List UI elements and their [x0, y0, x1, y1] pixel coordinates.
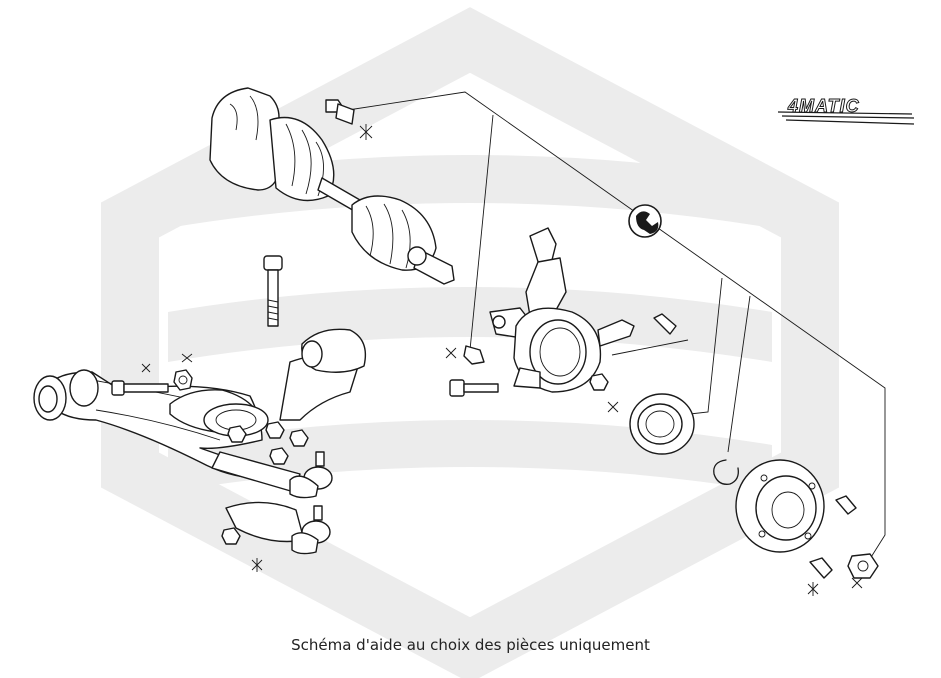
lower-control-arm — [33, 328, 367, 493]
circlip — [713, 459, 739, 485]
ball-joint-upper — [289, 451, 333, 499]
arm-nut — [173, 369, 193, 391]
axle-bolt — [325, 99, 355, 125]
knuckle-screw — [463, 345, 485, 365]
ball-joint-lower — [221, 501, 331, 555]
leader-lines — [347, 91, 886, 563]
hub-nut — [847, 553, 879, 579]
badge-text: 4MATIC — [787, 96, 860, 116]
long-bolt — [263, 255, 283, 327]
torque-marker-icon — [359, 124, 373, 140]
torque-marker-icon — [251, 558, 263, 572]
diagram-caption: Schéma d'aide au choix des pièces unique… — [291, 636, 650, 654]
drive-shaft — [209, 87, 455, 285]
bleed-valve — [653, 313, 677, 335]
wheel-hub — [735, 459, 825, 553]
wrench-icon — [628, 204, 662, 238]
hub-stud — [835, 495, 857, 515]
steering-knuckle — [489, 227, 635, 393]
wheel-bearing — [629, 393, 695, 455]
badge-4matic: 4MATIC — [777, 96, 915, 125]
torque-marker-icon — [445, 347, 619, 413]
torque-marker-icon — [141, 353, 193, 373]
arm-bolt — [111, 380, 169, 396]
knuckle-bolt — [449, 379, 499, 397]
hub-screw — [809, 557, 833, 579]
arm-fasteners — [227, 421, 309, 465]
knuckle-nut — [589, 373, 609, 391]
torque-marker-icon — [807, 577, 863, 596]
